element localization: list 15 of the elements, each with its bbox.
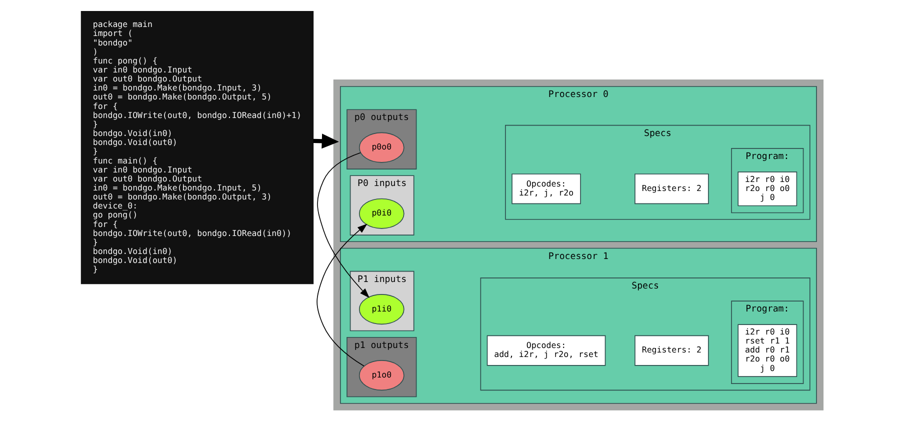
node-box: Opcodes: add, i2r, j r2o, rset [486,335,606,366]
node-box: i2r r0 i0 rset r1 1 add r0 r1 r2o r0 o0 j 0 [737,324,797,377]
node-box: Registers: 2 [634,174,708,204]
node-ellipse: p0o0 [358,132,404,163]
node-box: i2r r0 i0 r2o r0 o0 j 0 [737,172,797,206]
arrow [312,134,338,149]
cluster [332,80,824,410]
arrow [316,152,370,298]
node-box: Opcodes: i2r, j, r2o [511,174,580,204]
arrow [316,224,367,366]
node-ellipse: p1o0 [358,360,404,391]
node-ellipse: p1i0 [358,294,404,325]
node-box: package main import ( "bondgo" ) func pong() { var in0 bondgo.Input var out0 bondgo.Output in0 = bondgo.Make(bondgo.Input, 3) out0 = bondgo.Make(bondgo.Output, 5) for { bondgo.IOWrite(out0, bondgo.IORead(in0)+1) } bondgo.Void(in0) bondgo.Void(out0) } func main() { var in0 bondgo.Input var out0 bondgo.Output in0 = bondgo.Make(bondgo.Input, 5) out0 = bondgo.Make(bondgo.Output, 3) device_0: go pong() for { bondgo.IOWrite(out0, bondgo.IORead(in0)) } bondgo.Void(in0) bondgo.Void(out0) } [80,11,314,284]
node-ellipse: p0i0 [358,198,404,229]
node-box: Registers: 2 [634,335,708,366]
